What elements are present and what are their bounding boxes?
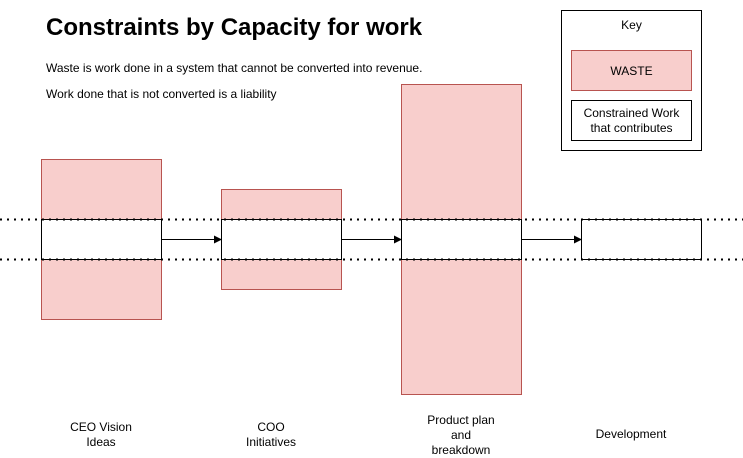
constrained-box-ceo: [41, 219, 162, 260]
stage-label-development: Development: [595, 427, 667, 441]
constrained-box-development: [581, 219, 702, 260]
constrained-box-coo: [221, 219, 342, 260]
key-constrained-label: Constrained Work that contributes: [583, 105, 680, 135]
key-constrained-swatch: Constrained Work that contributes: [571, 100, 692, 141]
key-waste-label: WASTE: [610, 63, 653, 78]
subtitle-waste-definition: Waste is work done in a system that cann…: [46, 61, 423, 75]
subtitle-liability: Work done that is not converted is a lia…: [46, 87, 277, 101]
key-waste-swatch: WASTE: [571, 50, 692, 91]
stage-label-coo: COO Initiatives: [245, 420, 297, 449]
key-title: Key: [621, 18, 642, 32]
stage-label-product: Product plan and breakdown: [427, 413, 495, 457]
constrained-box-product: [401, 219, 522, 260]
key-legend: Key WASTE Constrained Work that contribu…: [561, 10, 702, 151]
stage-label-ceo: CEO Vision Ideas: [70, 420, 132, 449]
diagram-title: Constraints by Capacity for work: [46, 14, 423, 41]
